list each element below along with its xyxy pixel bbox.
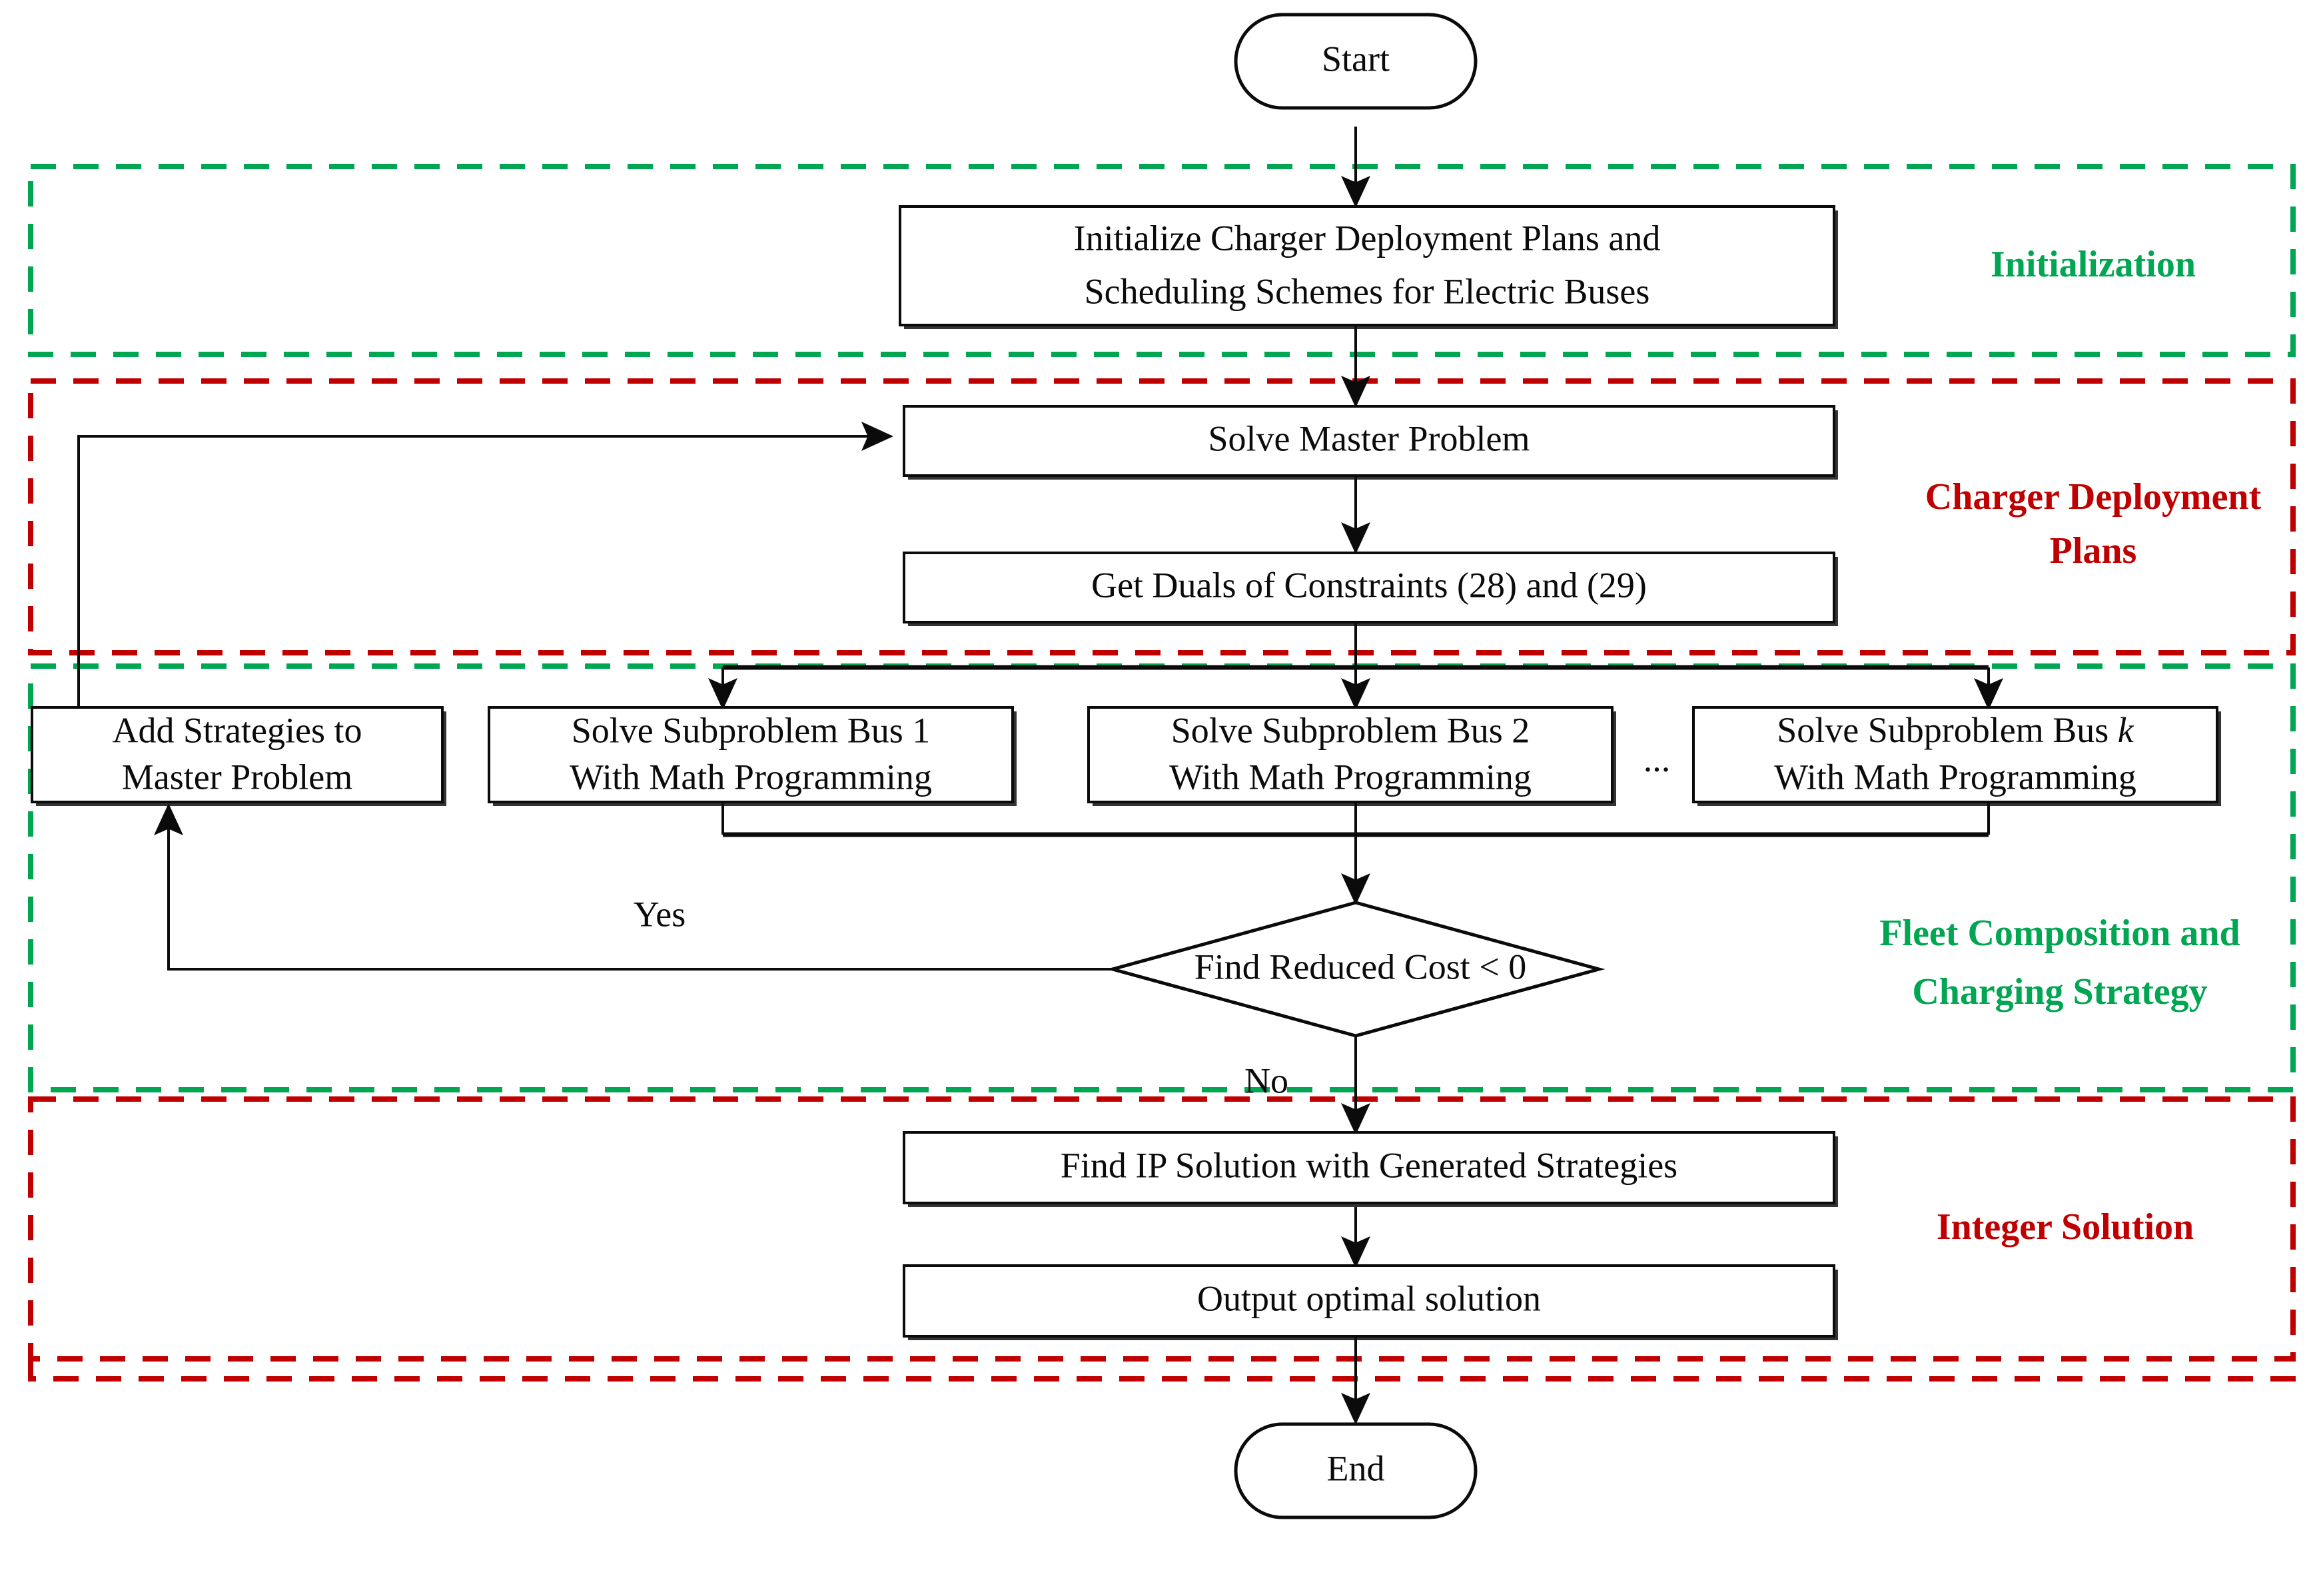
- node-solve-master-problem-label: Solve Master Problem: [1208, 418, 1530, 458]
- node-subproblem-bus-k-line1-prefix: Solve Subproblem Bus: [1777, 710, 2118, 750]
- node-initialize[interactable]: Initialize Charger Deployment Plans and …: [899, 205, 1838, 329]
- node-initialize-line1: Initialize Charger Deployment Plans and: [1074, 218, 1661, 258]
- section-region-initialization: [28, 164, 2296, 357]
- section-region-charger-deployment-plans: [28, 378, 2296, 655]
- node-subproblem-bus-k-line2: With Math Programming: [1774, 757, 2136, 797]
- ellipsis-separator: ...: [1643, 739, 1671, 779]
- section-label-integer-solution: Integer Solution: [1937, 1206, 2194, 1248]
- node-end-label: End: [1327, 1448, 1385, 1488]
- section-label-fleet-composition-line2: Charging Strategy: [1912, 971, 2207, 1012]
- node-subproblem-bus-1[interactable]: Solve Subproblem Bus 1 With Math Program…: [488, 706, 1017, 806]
- node-get-duals-label: Get Duals of Constraints (28) and (29): [1091, 565, 1647, 605]
- node-output-optimal-solution[interactable]: Output optimal solution: [903, 1264, 1838, 1340]
- node-subproblem-bus-2[interactable]: Solve Subproblem Bus 2 With Math Program…: [1087, 706, 1616, 806]
- node-solve-master-problem[interactable]: Solve Master Problem: [903, 405, 1838, 480]
- node-decision-reduced-cost-label: Find Reduced Cost < 0: [1194, 947, 1526, 987]
- node-subproblem-bus-2-line2: With Math Programming: [1169, 757, 1532, 797]
- node-subproblem-bus-k-line1-italic: k: [2118, 710, 2134, 750]
- edge-decision-yes-to-add-strategies: [154, 803, 1116, 971]
- section-label-fleet-composition-line1: Fleet Composition and: [1879, 913, 2240, 954]
- section-label-charger-deployment-line1: Charger Deployment: [1925, 476, 2262, 518]
- node-subproblem-bus-2-line1: Solve Subproblem Bus 2: [1171, 710, 1530, 750]
- node-output-optimal-solution-label: Output optimal solution: [1197, 1278, 1541, 1318]
- node-initialize-line2: Scheduling Schemes for Electric Buses: [1085, 271, 1650, 311]
- node-subproblem-bus-k[interactable]: Solve Subproblem Bus k With Math Program…: [1692, 706, 2221, 806]
- section-label-initialization: Initialization: [1991, 244, 2196, 285]
- node-add-strategies[interactable]: Add Strategies to Master Problem: [31, 706, 446, 806]
- node-subproblem-bus-k-line1: Solve Subproblem Bus k: [1777, 710, 2134, 750]
- node-start[interactable]: Start: [1234, 13, 1478, 110]
- node-add-strategies-line1: Add Strategies to: [113, 710, 362, 750]
- section-region-integer-solution-lower: [28, 1359, 2296, 1382]
- node-get-duals[interactable]: Get Duals of Constraints (28) and (29): [903, 552, 1838, 626]
- node-find-ip-solution[interactable]: Find IP Solution with Generated Strategi…: [903, 1131, 1838, 1207]
- node-decision-reduced-cost[interactable]: Find Reduced Cost < 0: [1106, 901, 1606, 1038]
- section-region-integer-solution: [28, 1096, 2296, 1362]
- edge-label-yes: Yes: [634, 894, 686, 934]
- node-add-strategies-line2: Master Problem: [122, 757, 352, 797]
- section-label-charger-deployment-line2: Plans: [2050, 530, 2137, 572]
- edge-label-no: No: [1244, 1060, 1288, 1100]
- node-subproblem-bus-1-line1: Solve Subproblem Bus 1: [572, 710, 931, 750]
- node-find-ip-solution-label: Find IP Solution with Generated Strategi…: [1061, 1145, 1677, 1185]
- node-end[interactable]: End: [1234, 1422, 1478, 1519]
- node-subproblem-bus-1-line2: With Math Programming: [570, 757, 932, 797]
- edge-add-strategies-to-solve-master: [77, 422, 893, 707]
- node-start-label: Start: [1322, 39, 1390, 79]
